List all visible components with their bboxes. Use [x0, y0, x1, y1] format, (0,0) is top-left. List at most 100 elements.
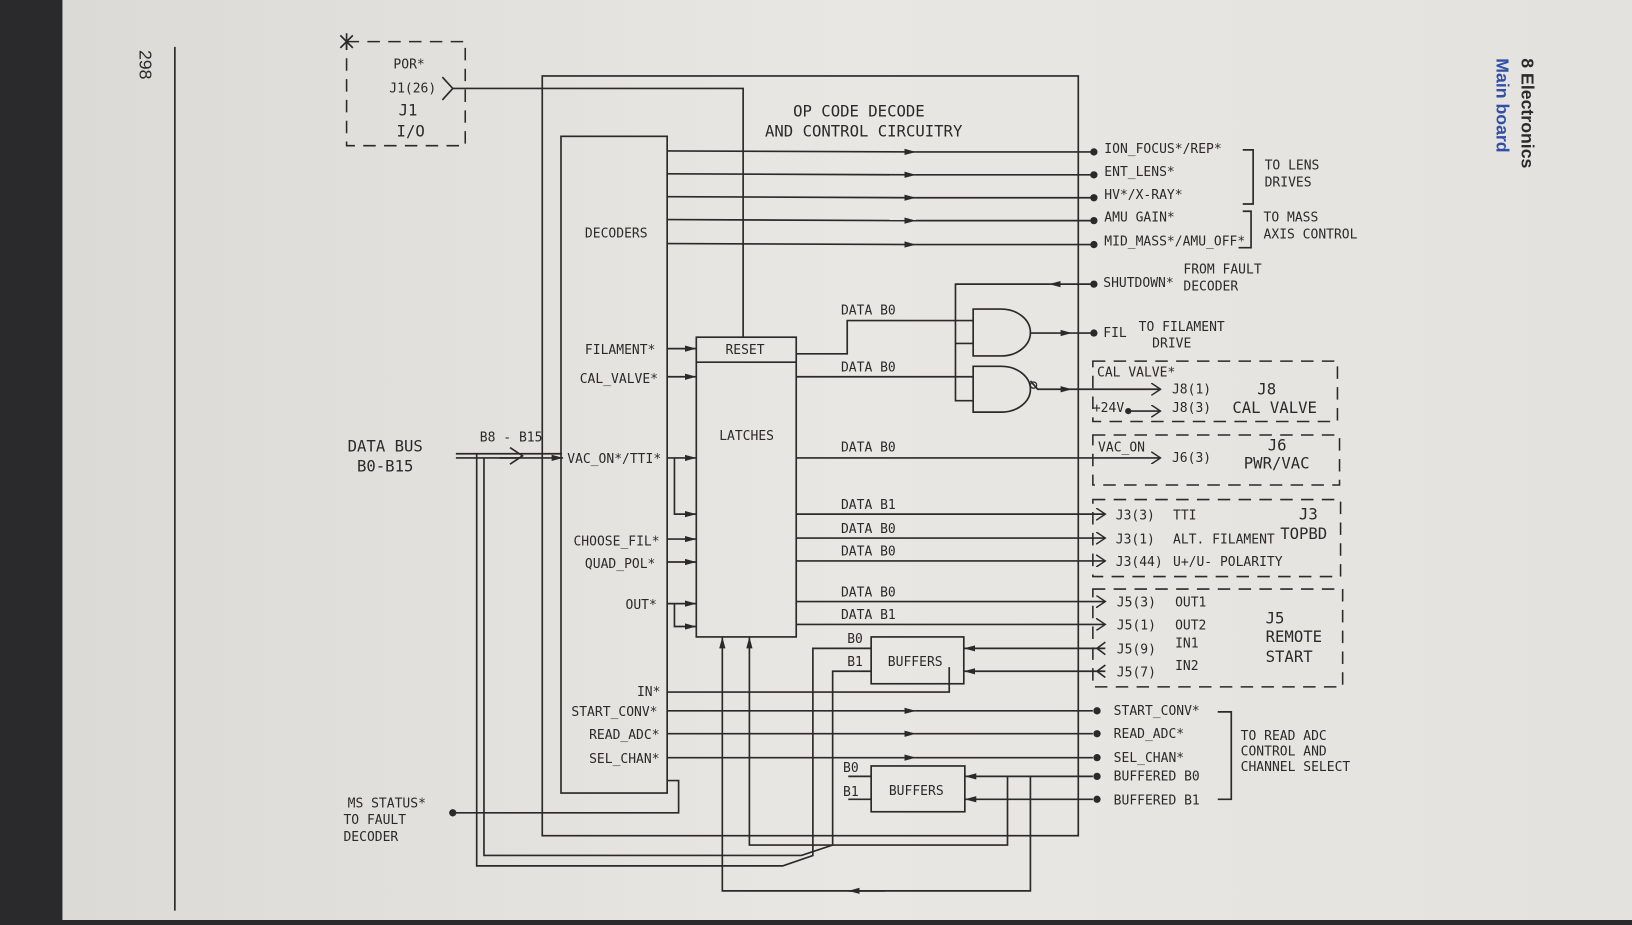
decoder-signal: CHOOSE_FIL* [573, 534, 659, 549]
j6-signal: VAC_ON [1098, 441, 1145, 456]
adc-signal: BUFFERED B0 [1114, 770, 1200, 785]
latches-label: LATCHES [719, 429, 774, 444]
output-hv: HV*/X-RAY* [1104, 188, 1182, 203]
data-label: DATA B0 [841, 522, 896, 537]
fault-note: DECODER [1183, 279, 1238, 294]
decoders-block [560, 135, 668, 794]
buffers-block-2 [870, 765, 966, 813]
adc-signal: SEL_CHAN* [1114, 751, 1184, 766]
data-label: DATA B0 [841, 441, 896, 456]
section-heading: Main board [1493, 58, 1513, 152]
j3-desc-name: TOPBD [1280, 525, 1327, 543]
j5-desc1: REMOTE [1266, 628, 1322, 646]
decoder-signal: IN* [637, 685, 660, 700]
adc-note: CONTROL AND [1241, 745, 1327, 760]
data-label: DATA B0 [841, 545, 896, 560]
j8-pin3: J8(3) [1172, 401, 1211, 416]
j3-desc: TTI [1173, 508, 1196, 523]
data-bus-range: B0-B15 [357, 457, 413, 475]
output-mid-mass: MID_MASS*/AMU_OFF* [1104, 235, 1245, 250]
j1-name: J1 [399, 102, 418, 120]
j5-pin: J5(9) [1117, 643, 1156, 658]
decoder-signal: FILAMENT* [585, 343, 655, 358]
buffer-bit: B0 [843, 761, 859, 776]
j8-signal: CAL VALVE* [1097, 366, 1175, 381]
j5-pin: J5(1) [1117, 619, 1156, 634]
buffer-bit: B1 [843, 785, 859, 800]
data-label: DATA B0 [841, 585, 896, 600]
lens-note: TO LENS [1265, 159, 1320, 174]
j6-pin: J6(3) [1172, 451, 1211, 466]
data-label: DATA B1 [841, 498, 896, 513]
shutdown-label: SHUTDOWN* [1103, 276, 1173, 291]
fil-label: FIL [1103, 326, 1127, 341]
and-gates [796, 280, 1098, 413]
j3-pin: J3(3) [1116, 508, 1155, 523]
j5-pin: J5(7) [1117, 665, 1156, 680]
adc-note: CHANNEL SELECT [1241, 760, 1351, 775]
j6-connector [1092, 434, 1341, 486]
diagram-title-line2: AND CONTROL CIRCUITRY [765, 122, 963, 140]
j3-pin: J3(44) [1116, 555, 1163, 570]
adc-wires [667, 636, 1101, 894]
decoder-output-wires [667, 148, 1098, 249]
decoder-signal: SEL_CHAN* [589, 752, 659, 767]
buffers-block-1 [870, 636, 965, 685]
buffer-bit: B1 [847, 655, 863, 670]
j3-desc: U+/U- POLARITY [1173, 555, 1283, 570]
j5-desc: IN1 [1175, 636, 1198, 651]
j8-desc: CAL VALVE [1232, 399, 1317, 417]
j1-por-label: POR* [393, 58, 424, 73]
ms-status-label: DECODER [343, 830, 398, 845]
j3-name: J3 [1299, 505, 1318, 523]
decoder-signal: OUT* [626, 598, 657, 613]
output-ent-lens: ENT_LENS* [1104, 165, 1174, 180]
j1-connector: POR* J1(26) J1 I/O [339, 33, 744, 338]
output-ion-focus: ION_FOCUS*/REP* [1104, 142, 1221, 157]
j8-24v: +24V [1093, 401, 1124, 416]
page [62, 0, 1632, 920]
decoder-signal: CAL_VALVE* [580, 372, 658, 387]
data-label: DATA B0 [841, 361, 896, 376]
data-label: DATA B0 [841, 303, 896, 318]
diagram-title-line1: OP CODE DECODE [793, 103, 925, 121]
j5-desc: IN2 [1175, 659, 1198, 674]
j8-pin1: J8(1) [1172, 382, 1211, 397]
decoder-signal: READ_ADC* [589, 728, 659, 743]
adc-signal: START_CONV* [1114, 704, 1200, 719]
fil-note: TO FILAMENT [1139, 320, 1225, 335]
j6-name: J6 [1268, 437, 1287, 455]
adc-signal: READ_ADC* [1114, 727, 1184, 742]
buffer-return-wire [475, 453, 872, 867]
j5-connector [1092, 588, 1344, 688]
ms-status-label: TO FAULT [343, 813, 406, 828]
buffers-label: BUFFERS [888, 655, 943, 670]
buffer-return-wire [483, 457, 872, 857]
decoder-signal: START_CONV* [571, 705, 657, 720]
decoders-label: DECODERS [585, 226, 648, 241]
j3-pin: J3(1) [1116, 532, 1155, 547]
page-number: 298 [135, 50, 155, 80]
buffer-bit: B0 [847, 632, 863, 647]
decoder-signal: QUAD_POL* [585, 557, 655, 572]
j3-desc: ALT. FILAMENT [1173, 532, 1275, 547]
ms-status-wire [452, 779, 680, 814]
bus-bits-label: B8 - B15 [480, 430, 543, 445]
j5-desc: OUT2 [1175, 619, 1206, 634]
j5-desc: OUT1 [1175, 596, 1206, 611]
data-label: DATA B1 [841, 608, 896, 623]
lens-note: DRIVES [1265, 175, 1312, 190]
chapter-heading: 8 Electronics [1518, 58, 1538, 168]
decoder-signal: VAC_ON*/TTI* [567, 452, 661, 467]
adc-signal: BUFFERED B1 [1114, 793, 1200, 808]
adc-note: TO READ ADC [1241, 729, 1327, 744]
j1-pin-label: J1(26) [389, 82, 436, 97]
data-bus-label: DATA BUS [348, 438, 423, 456]
latch-output-wires [796, 389, 1160, 679]
buffers-label: BUFFERS [889, 784, 944, 799]
j5-desc2: START [1266, 648, 1314, 666]
fault-note: FROM FAULT [1183, 263, 1261, 278]
j8-connector [1092, 360, 1339, 423]
j5-name: J5 [1266, 609, 1285, 627]
